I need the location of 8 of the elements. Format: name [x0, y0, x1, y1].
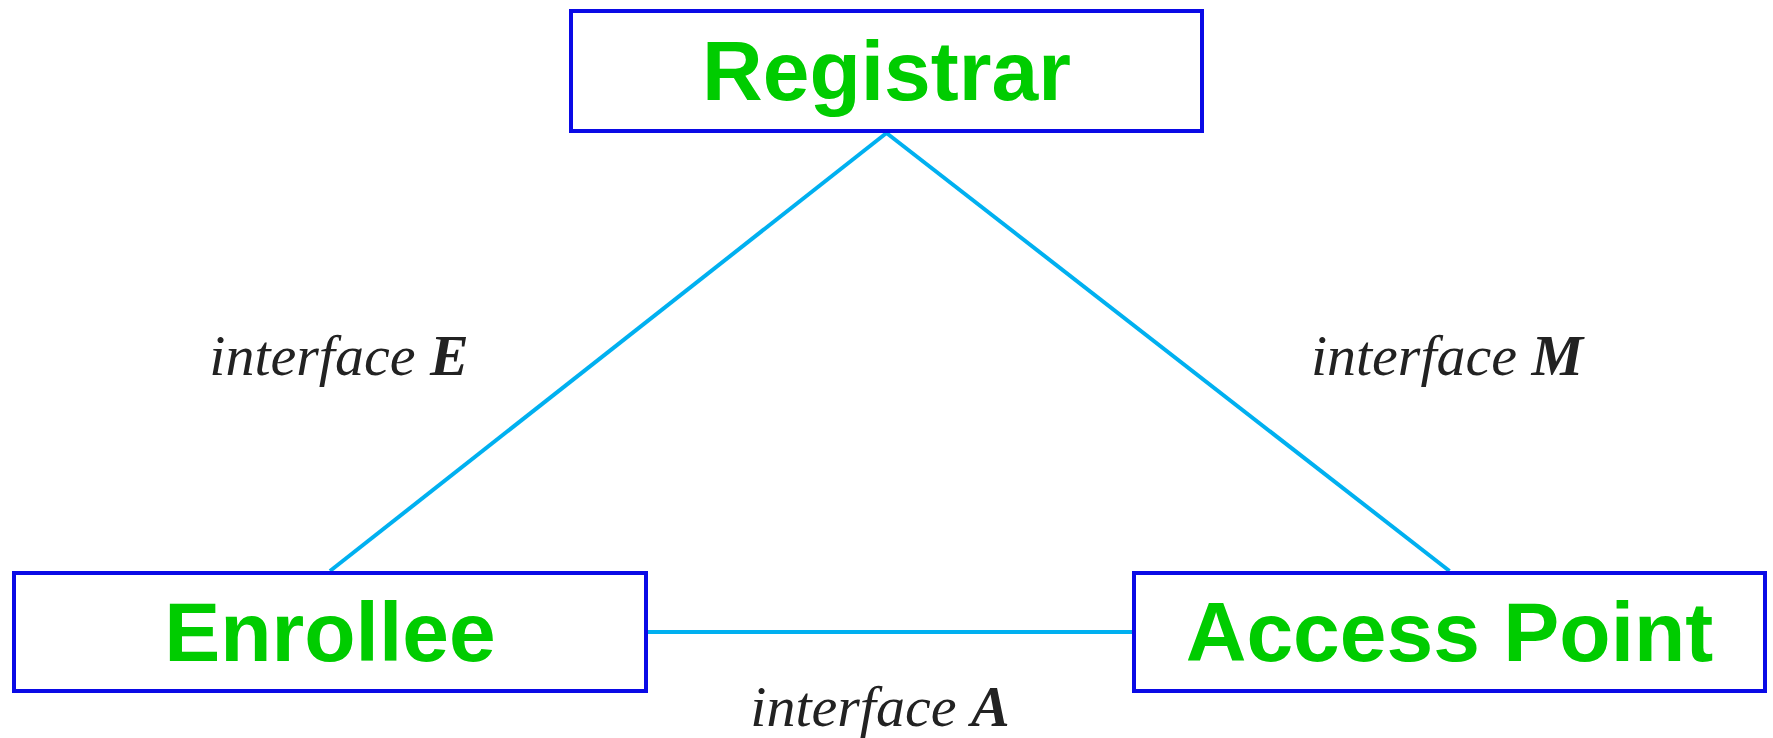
entity-box: [1132, 571, 1767, 693]
entity-box: [569, 9, 1204, 133]
connector-line: [328, 131, 888, 573]
entity-name: Access Point: [1185, 590, 1714, 674]
entity-box: [12, 571, 648, 693]
connector-line: [648, 630, 1132, 634]
entity-name: Enrollee: [164, 590, 496, 674]
connector-line: [885, 131, 1451, 573]
